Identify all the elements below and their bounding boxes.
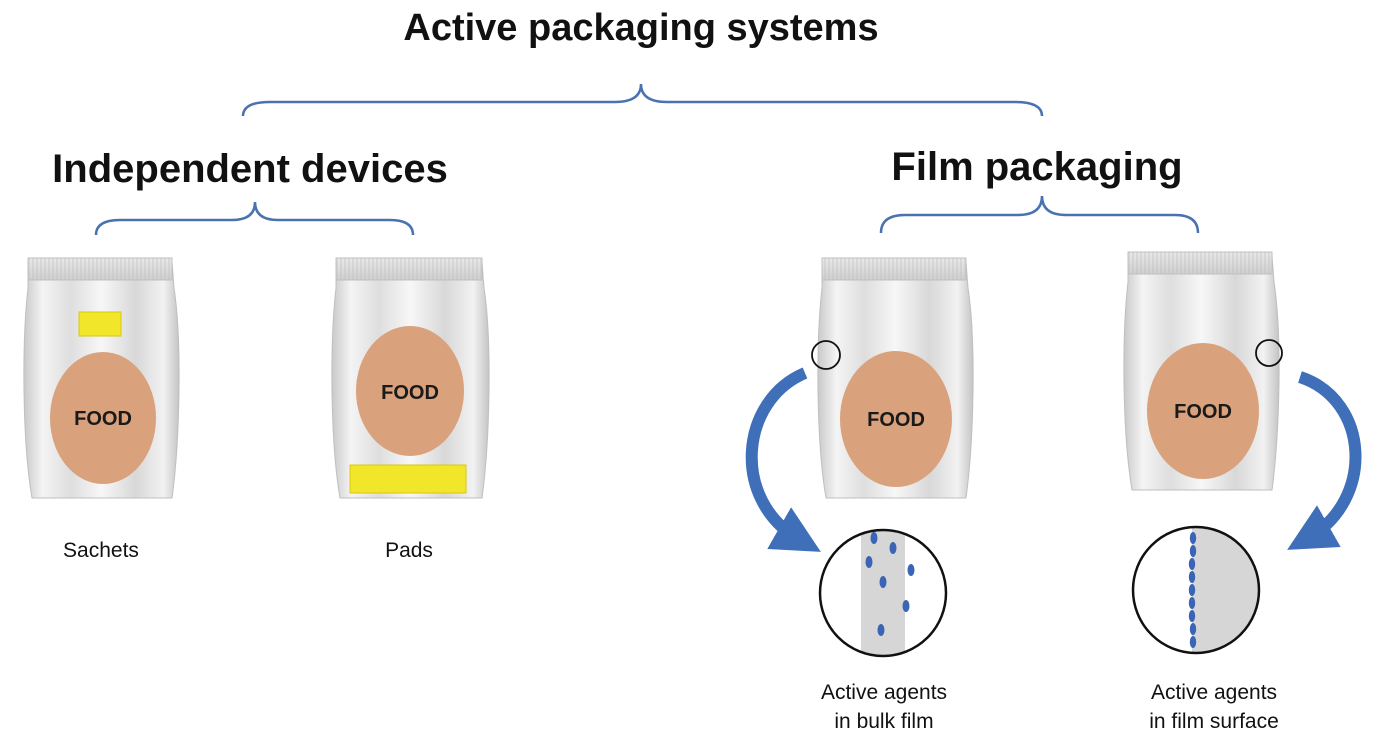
independent-devices-label: Independent devices — [52, 147, 448, 191]
food-item — [840, 351, 952, 487]
main-brace — [241, 83, 1044, 117]
pads-caption: Pads — [385, 539, 433, 562]
zoom-arrow — [745, 367, 821, 552]
food-label: FOOD — [867, 409, 925, 431]
zoom-arrow — [1287, 371, 1362, 550]
sachet-bag: FOOD — [23, 257, 180, 499]
film-zoom-marker — [1255, 339, 1283, 367]
bulk-film-zoom — [818, 528, 948, 658]
pad-insert — [349, 464, 467, 494]
surface-caption-line1: Active agents — [1151, 681, 1277, 704]
main-title: Active packaging systems — [403, 7, 878, 49]
surface-film-bag: FOOD — [1123, 251, 1280, 491]
bulk-caption-line1: Active agents — [821, 681, 947, 704]
film-layer — [1192, 527, 1258, 653]
film-zoom-marker — [811, 340, 841, 370]
film-packaging-label: Film packaging — [891, 145, 1182, 189]
sachets-caption: Sachets — [63, 539, 139, 562]
food-label: FOOD — [74, 408, 132, 430]
surface-film-zoom — [1131, 525, 1261, 655]
pad-bag: FOOD — [331, 257, 490, 499]
bulk-film-bag: FOOD — [817, 257, 974, 499]
independent-brace — [94, 201, 415, 236]
food-item — [1147, 343, 1259, 479]
food-label: FOOD — [1174, 401, 1232, 423]
food-label: FOOD — [381, 382, 439, 404]
active-agent-dots — [865, 532, 915, 636]
active-agent-dots — [1188, 532, 1197, 648]
film-brace — [879, 195, 1200, 234]
bulk-caption-line2: in bulk film — [834, 710, 933, 733]
sachet-insert — [78, 311, 122, 337]
surface-caption-line2: in film surface — [1149, 710, 1279, 733]
food-item — [50, 352, 156, 484]
film-layer — [861, 530, 905, 656]
food-item — [356, 326, 464, 456]
